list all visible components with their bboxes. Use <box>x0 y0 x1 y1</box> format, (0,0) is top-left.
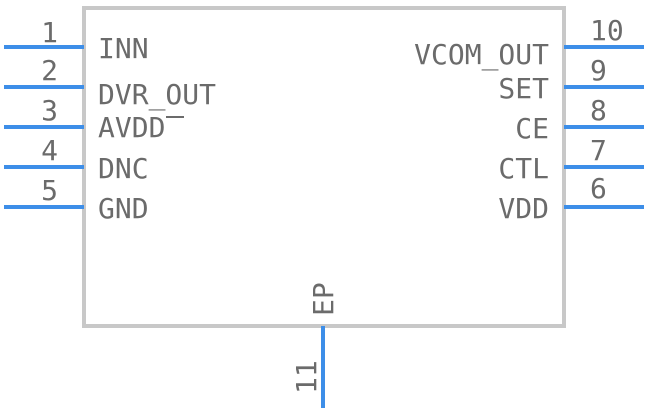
pin-11: EP 11 <box>290 282 340 408</box>
pin-10: 10 VCOM_OUT <box>414 14 644 72</box>
pin-8: 8 CE <box>515 94 644 145</box>
pin-6-name: VDD <box>498 192 549 225</box>
pin-11-name: EP <box>307 282 340 316</box>
pin-6-number: 6 <box>590 172 607 205</box>
pin-3-name: AVDD <box>98 111 165 144</box>
pin-4: 4 DNC <box>4 134 149 185</box>
pin-4-name: DNC <box>98 152 149 185</box>
pin-5-number: 5 <box>41 174 58 207</box>
component-body <box>82 6 566 328</box>
pin-4-number: 4 <box>41 134 58 167</box>
pin-10-number: 10 <box>590 14 624 47</box>
pin-3-number: 3 <box>41 94 58 127</box>
pin-10-name: VCOM_OUT <box>414 38 549 72</box>
pin-1-name: INN <box>98 32 149 65</box>
pin-11-number: 11 <box>290 360 323 394</box>
pin-5: 5 GND <box>4 174 149 225</box>
pin-7: 7 CTL <box>498 134 644 185</box>
pin-2: 2 DVR_OUT <box>4 54 216 112</box>
pin-8-number: 8 <box>590 94 607 127</box>
pin-8-name: CE <box>515 112 549 145</box>
pin-9-name: SET <box>498 72 549 105</box>
pin-7-name: CTL <box>498 152 549 185</box>
pin-1: 1 INN <box>4 16 149 65</box>
pin-9: 9 SET <box>498 54 644 105</box>
pin-2-name: DVR_OUT <box>98 78 216 112</box>
pin-6: 6 VDD <box>498 172 644 225</box>
pin-9-number: 9 <box>590 54 607 87</box>
pin-5-name: GND <box>98 192 149 225</box>
pin-1-number: 1 <box>41 16 58 49</box>
right-pin-group: 10 VCOM_OUT 9 SET 8 CE 7 CTL 6 VDD <box>414 14 644 225</box>
pin-3: 3 AVDD <box>4 94 184 144</box>
left-pin-group: 1 INN 2 DVR_OUT 3 AVDD 4 DNC 5 GND <box>4 16 216 225</box>
pin-7-number: 7 <box>590 134 607 167</box>
pin-2-number: 2 <box>41 54 58 87</box>
